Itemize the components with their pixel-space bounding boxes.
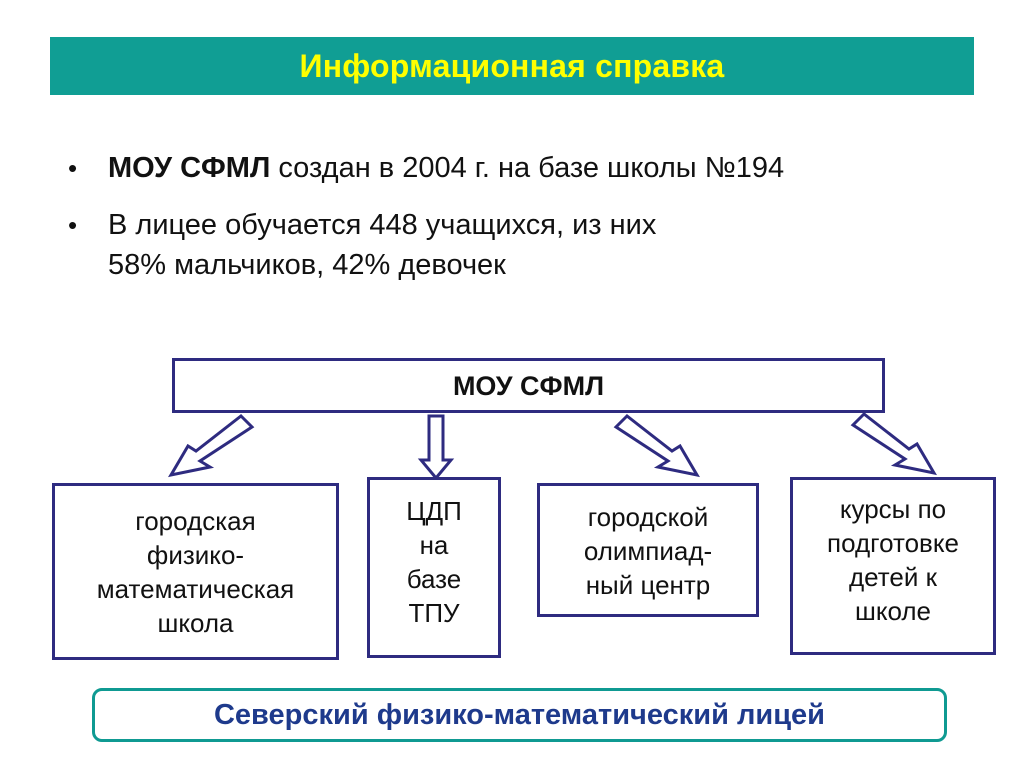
bullet-item-students: • В лицее обучается 448 учащихся, из них…	[60, 205, 1000, 285]
bullet-text-line1: В лицее обучается 448 учащихся, из них	[108, 209, 657, 241]
bullet-dot-icon: •	[68, 210, 78, 240]
bullet-item-founded: • МОУ СФМЛ создан в 2004 г. на базе школ…	[60, 148, 1000, 188]
diagram-child-box-cdp: ЦДП на базе ТПУ	[367, 477, 501, 658]
diagram-child-label: курсы по подготовке детей к школе	[827, 494, 959, 626]
arrow-to-box-2-icon	[417, 414, 455, 481]
footer-text: Северский физико-математический лицей	[213, 698, 825, 731]
bullet-text: создан в 2004 г. на базе школы №194	[270, 152, 785, 184]
diagram-child-label: ЦДП на базе ТПУ	[406, 496, 462, 628]
diagram-root-box: МОУ СФМЛ	[172, 358, 885, 413]
arrow-to-box-4-icon	[850, 412, 937, 476]
diagram-child-box-school: городская физико- математическая школа	[52, 483, 339, 660]
diagram-child-label: городская физико- математическая школа	[96, 505, 295, 638]
footer-banner: Северский физико-математический лицей	[92, 688, 947, 742]
diagram-root-label: МОУ СФМЛ	[452, 370, 605, 401]
bullet-list: • МОУ СФМЛ создан в 2004 г. на базе школ…	[60, 148, 1000, 302]
arrow-to-box-3-icon	[613, 414, 700, 478]
arrow-to-box-1-icon	[168, 414, 255, 478]
page-title: Информационная справка	[299, 47, 725, 84]
bullet-text-line2: 58% мальчиков, 42% девочек	[108, 249, 506, 281]
bullet-dot-icon: •	[68, 153, 78, 183]
bullet-bold-text: МОУ СФМЛ	[108, 152, 271, 184]
diagram-child-box-courses: курсы по подготовке детей к школе	[790, 477, 996, 655]
diagram-child-box-olympiad: городской олимпиад- ный центр	[537, 483, 759, 617]
title-bar: Информационная справка	[50, 37, 974, 95]
diagram-child-label: городской олимпиад- ный центр	[583, 502, 713, 600]
